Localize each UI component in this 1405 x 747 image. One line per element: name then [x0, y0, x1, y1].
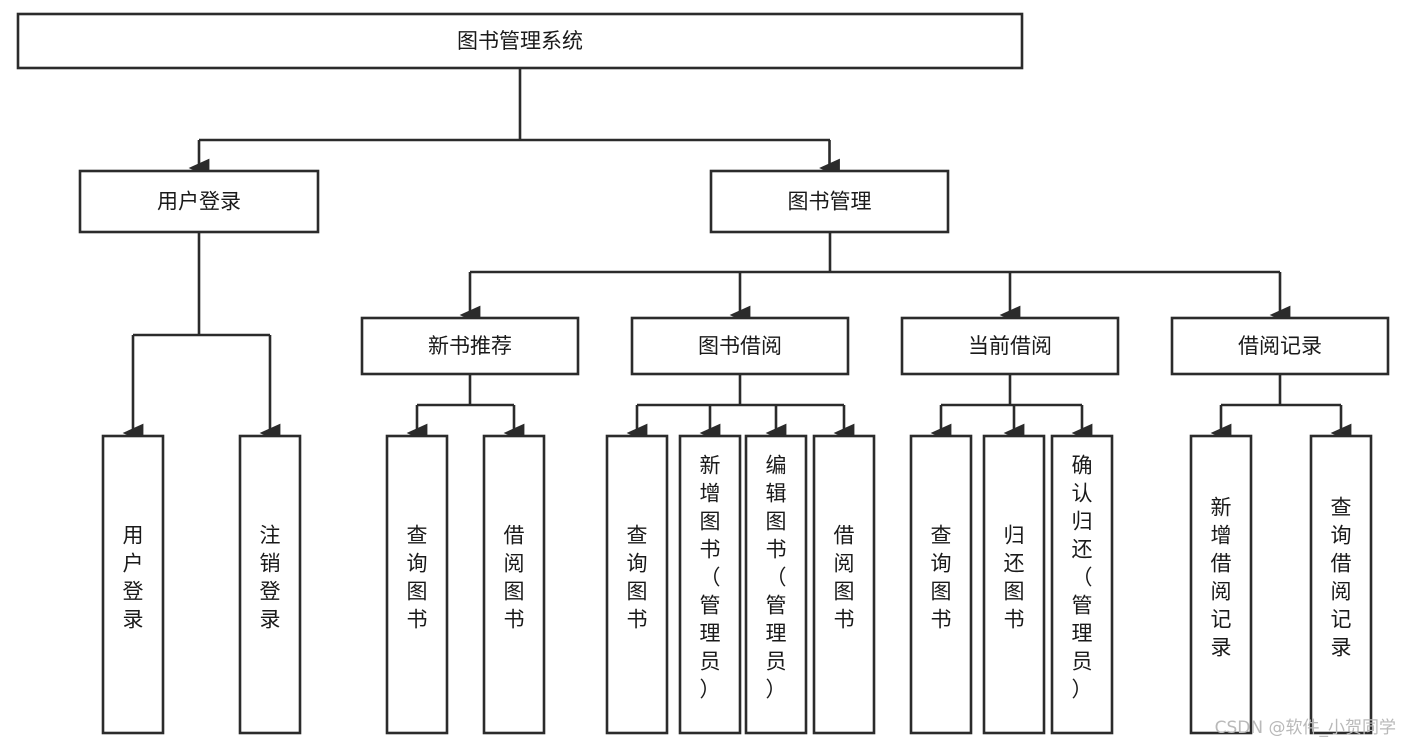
- node-box-n-user-login[interactable]: [78, 169, 320, 234]
- node-label-n-user-login: 用户登录: [157, 190, 241, 214]
- node-label-leaf-return-book: 归还图书: [1004, 524, 1025, 632]
- node-layer: 图书管理系统用户登录图书管理新书推荐图书借阅当前借阅借阅记录用户登录注销登录查询…: [16, 12, 1390, 735]
- node-box-root[interactable]: [16, 12, 1024, 70]
- node-n-borrow-record[interactable]: 借阅记录: [1170, 316, 1390, 376]
- node-label-leaf-query-borrow-record: 查询借阅记录: [1331, 496, 1352, 660]
- node-label-leaf-user-login: 用户登录: [123, 524, 144, 632]
- node-leaf-edit-book-admin[interactable]: 编辑图书（管理员）: [744, 434, 808, 735]
- node-n-user-login[interactable]: 用户登录: [78, 169, 320, 234]
- node-label-n-new-book-rec: 新书推荐: [428, 334, 512, 358]
- node-n-new-book-rec[interactable]: 新书推荐: [360, 316, 580, 376]
- node-leaf-query-book-current[interactable]: 查询图书: [909, 434, 973, 735]
- connector-layer: [122, 68, 1352, 443]
- node-label-leaf-query-book-rec: 查询图书: [407, 524, 428, 632]
- node-box-n-book-manage[interactable]: [709, 169, 950, 234]
- node-box-n-book-borrow[interactable]: [630, 316, 850, 376]
- node-box-leaf-edit-book-admin[interactable]: [744, 434, 808, 735]
- node-leaf-user-logout[interactable]: 注销登录: [238, 434, 302, 735]
- node-n-current-borrow[interactable]: 当前借阅: [900, 316, 1120, 376]
- node-leaf-borrow-book-rec[interactable]: 借阅图书: [482, 434, 546, 735]
- node-box-leaf-query-book-borrow[interactable]: [605, 434, 669, 735]
- node-box-n-borrow-record[interactable]: [1170, 316, 1390, 376]
- connector-group-bus-user-login: [133, 232, 270, 337]
- node-label-leaf-user-logout: 注销登录: [260, 524, 281, 632]
- node-label-leaf-query-book-borrow: 查询图书: [627, 524, 648, 632]
- node-leaf-query-borrow-record[interactable]: 查询借阅记录: [1309, 434, 1373, 735]
- node-leaf-add-borrow-record[interactable]: 新增借阅记录: [1189, 434, 1253, 735]
- node-n-book-manage[interactable]: 图书管理: [709, 169, 950, 234]
- node-leaf-return-book[interactable]: 归还图书: [982, 434, 1046, 735]
- node-box-leaf-confirm-return-admin[interactable]: [1050, 434, 1114, 735]
- node-n-book-borrow[interactable]: 图书借阅: [630, 316, 850, 376]
- connector-group-bus-borrow-record: [1221, 374, 1341, 407]
- node-leaf-user-login[interactable]: 用户登录: [101, 434, 165, 735]
- node-box-leaf-query-book-current[interactable]: [909, 434, 973, 735]
- node-label-leaf-borrow-book-rec: 借阅图书: [504, 524, 525, 632]
- node-label-n-book-borrow: 图书借阅: [698, 334, 782, 358]
- connector-group-bus-book-manage: [470, 232, 1280, 274]
- node-leaf-add-book-admin[interactable]: 新增图书（管理员）: [678, 434, 742, 735]
- node-label-leaf-confirm-return-admin: 确认归还（管理员）: [1072, 454, 1093, 702]
- node-box-leaf-add-book-admin[interactable]: [678, 434, 742, 735]
- node-box-n-current-borrow[interactable]: [900, 316, 1120, 376]
- node-label-root: 图书管理系统: [457, 29, 583, 53]
- node-label-leaf-edit-book-admin: 编辑图书（管理员）: [766, 454, 787, 702]
- node-box-leaf-query-borrow-record[interactable]: [1309, 434, 1373, 735]
- node-box-leaf-query-book-rec[interactable]: [385, 434, 449, 735]
- node-root[interactable]: 图书管理系统: [16, 12, 1024, 70]
- connector-group-bus-book-borrow: [637, 374, 844, 407]
- node-label-leaf-query-book-current: 查询图书: [931, 524, 952, 632]
- node-label-leaf-borrow-book-borrow: 借阅图书: [834, 524, 855, 632]
- node-box-leaf-add-borrow-record[interactable]: [1189, 434, 1253, 735]
- node-leaf-confirm-return-admin[interactable]: 确认归还（管理员）: [1050, 434, 1114, 735]
- connector-group-bus-current-borrow: [941, 374, 1082, 407]
- node-leaf-query-book-rec[interactable]: 查询图书: [385, 434, 449, 735]
- node-label-n-book-manage: 图书管理: [788, 190, 872, 214]
- connector-group-bus-root: [199, 68, 830, 142]
- node-box-leaf-return-book[interactable]: [982, 434, 1046, 735]
- node-label-leaf-add-book-admin: 新增图书（管理员）: [700, 454, 721, 702]
- node-box-leaf-user-logout[interactable]: [238, 434, 302, 735]
- node-box-leaf-borrow-book-borrow[interactable]: [812, 434, 876, 735]
- node-box-leaf-borrow-book-rec[interactable]: [482, 434, 546, 735]
- node-leaf-query-book-borrow[interactable]: 查询图书: [605, 434, 669, 735]
- node-label-leaf-add-borrow-record: 新增借阅记录: [1211, 496, 1232, 660]
- node-label-n-current-borrow: 当前借阅: [968, 334, 1052, 358]
- node-box-leaf-user-login[interactable]: [101, 434, 165, 735]
- node-leaf-borrow-book-borrow[interactable]: 借阅图书: [812, 434, 876, 735]
- node-box-n-new-book-rec[interactable]: [360, 316, 580, 376]
- connector-group-bus-new-book-rec: [417, 374, 514, 407]
- watermark-layer: CSDN @软件_小贺同学: [1215, 718, 1396, 738]
- node-label-n-borrow-record: 借阅记录: [1238, 334, 1322, 358]
- csdn-watermark: CSDN @软件_小贺同学: [1215, 718, 1396, 738]
